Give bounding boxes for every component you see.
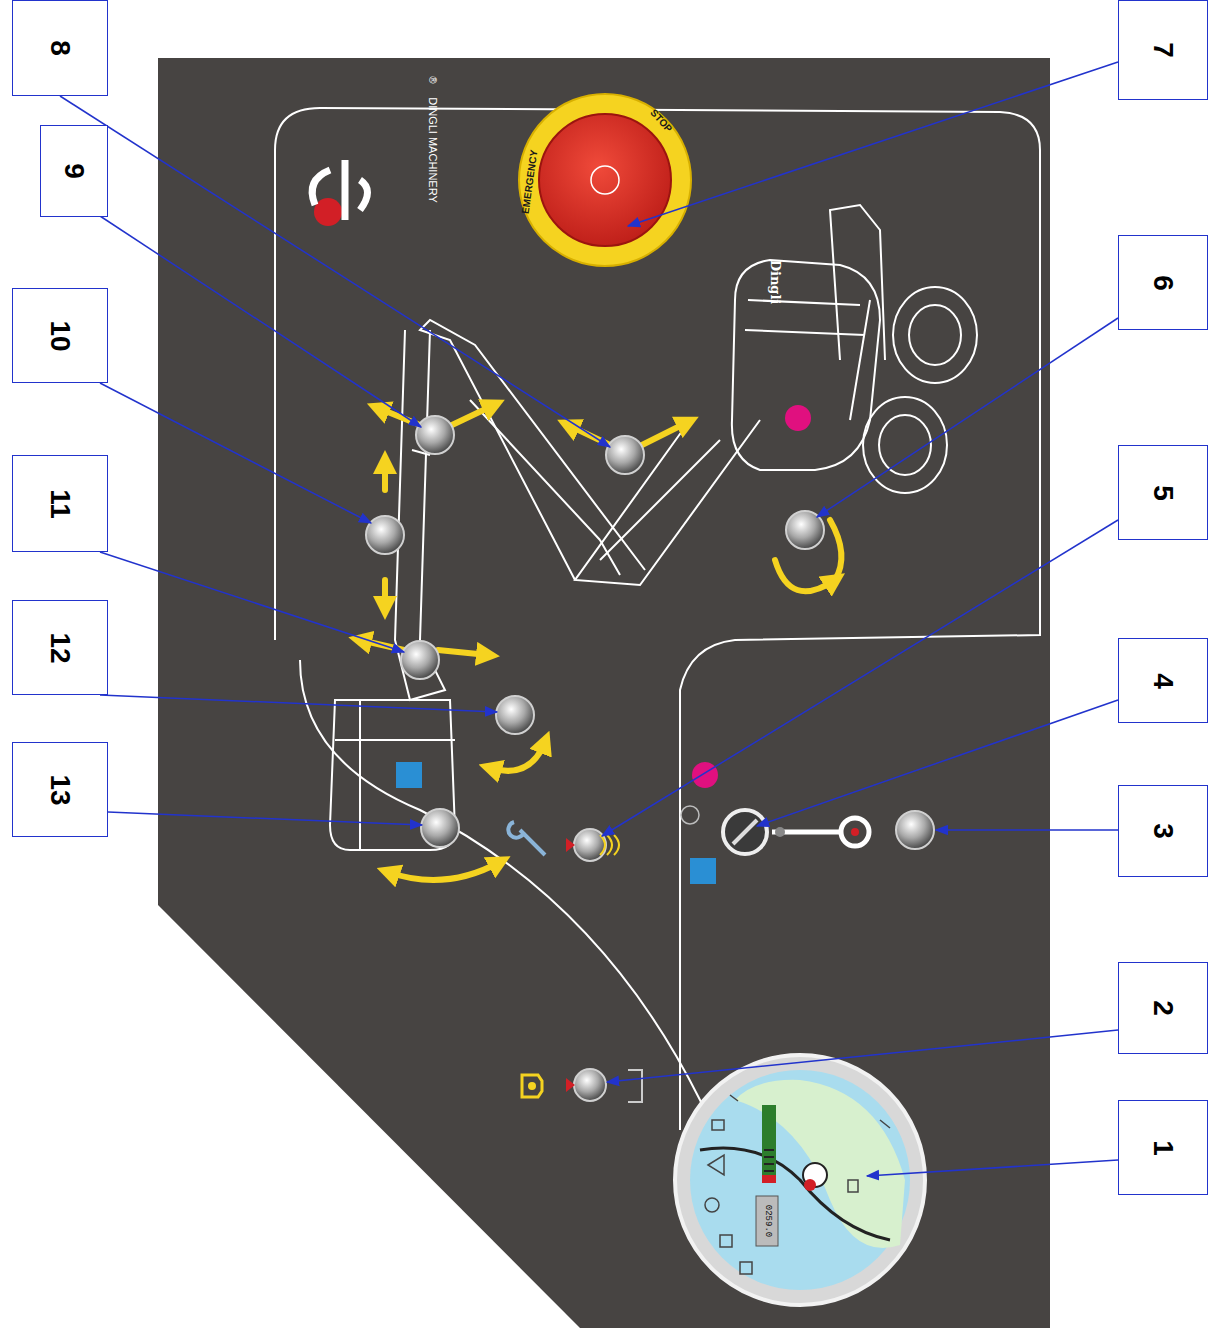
callout-box: 1 xyxy=(1118,1100,1208,1195)
callout-number: 9 xyxy=(58,163,90,179)
callout-box: 13 xyxy=(12,742,108,837)
callout-box: 2 xyxy=(1118,962,1208,1054)
hour-meter-reading: 0259.0 xyxy=(762,1203,773,1239)
callout-box: 4 xyxy=(1118,638,1208,723)
callout-number: 12 xyxy=(44,632,76,663)
callout-number: 3 xyxy=(1147,823,1179,839)
callout-box: 7 xyxy=(1118,0,1208,100)
callout-box: 8 xyxy=(12,0,108,96)
callout-box: 5 xyxy=(1118,445,1208,540)
callout-box: 6 xyxy=(1118,235,1208,330)
callout-number: 4 xyxy=(1147,673,1179,689)
callout-number: 11 xyxy=(44,489,76,519)
callout-number: 10 xyxy=(44,320,76,351)
machine-brand: Dingli xyxy=(769,260,782,305)
callout-number: 13 xyxy=(44,774,76,805)
callout-number: 6 xyxy=(1147,275,1179,291)
brand-name: DINGLI MACHINERY xyxy=(427,97,438,203)
registered-mark: ® xyxy=(427,76,437,83)
callout-number: 7 xyxy=(1147,42,1179,58)
callout-number: 1 xyxy=(1147,1140,1179,1156)
callout-number: 2 xyxy=(1147,1000,1179,1016)
callout-box: 3 xyxy=(1118,785,1208,877)
callout-box: 9 xyxy=(40,125,108,217)
callout-box: 12 xyxy=(12,600,108,695)
callout-number: 5 xyxy=(1147,485,1179,501)
callout-box: 10 xyxy=(12,288,108,383)
callout-number: 8 xyxy=(44,40,76,56)
callout-box: 11 xyxy=(12,455,108,552)
